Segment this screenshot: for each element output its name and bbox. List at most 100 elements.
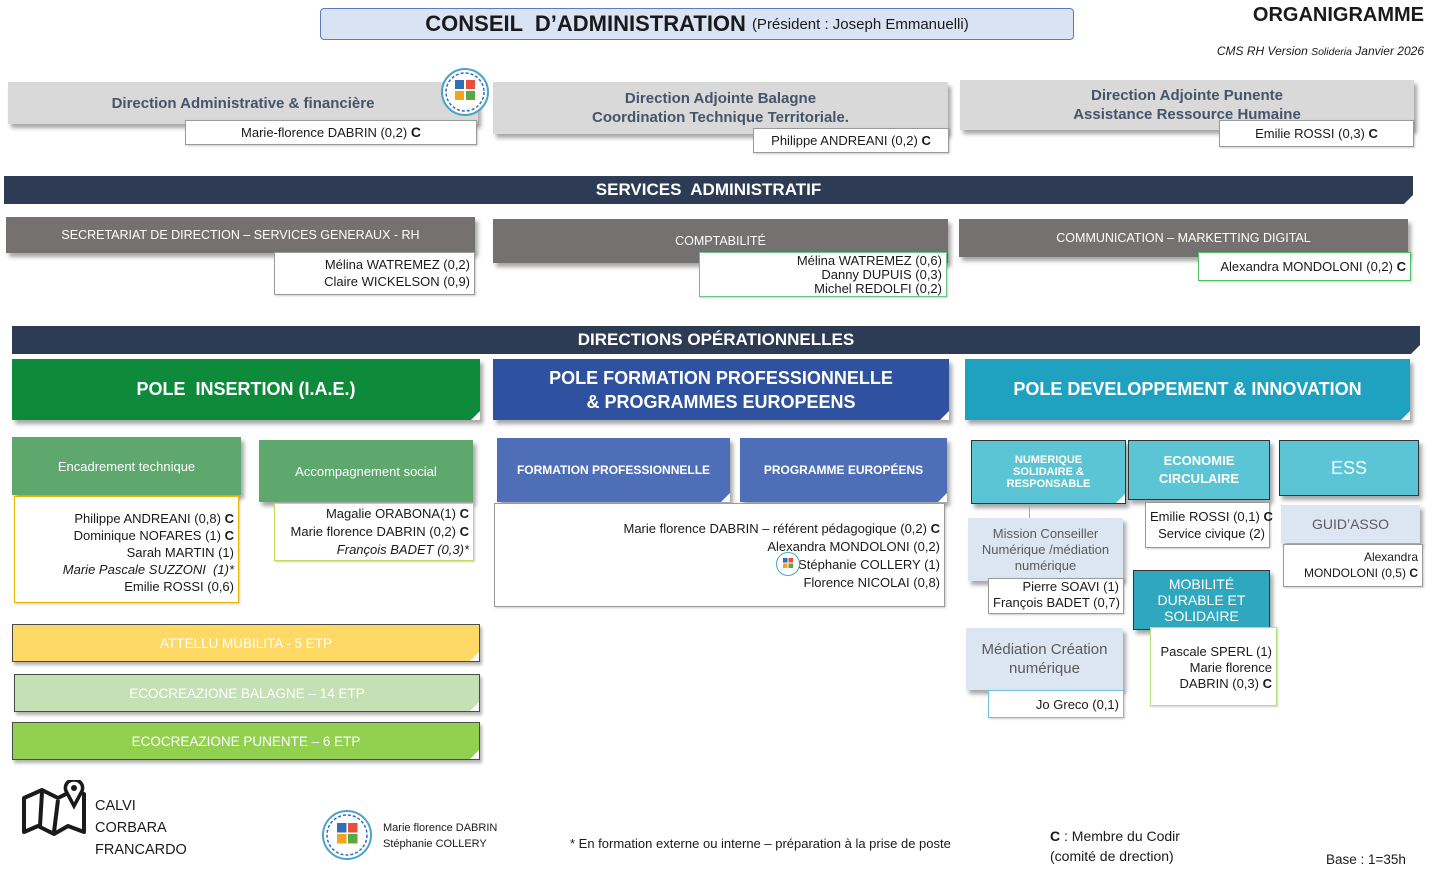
person-name: MONDOLONI (0,5) [1303, 566, 1406, 580]
guidasso-people: Alexandra MONDOLONI (0,5) C [1283, 544, 1423, 587]
connector-line [1029, 504, 1030, 518]
pole-insertion-header: POLE INSERTION (I.A.E.) [12, 359, 480, 420]
codir-legend: C : Membre du Codir (comité de drection) [1050, 826, 1180, 866]
numerique-title: NUMERIQUE SOLIDAIRE & RESPONSABLE [1006, 454, 1091, 490]
service-compta-people: Mélina WATREMEZ (0,6) Danny DUPUIS (0,3)… [699, 252, 947, 297]
direction-balagne-line1: Direction Adjointe Balagne [624, 90, 817, 107]
operations-band: DIRECTIONS OPÉRATIONNELLES [12, 326, 1420, 354]
person-name: Marie florence DABRIN (0,2) [290, 524, 456, 539]
formation-people: Marie florence DABRIN – référent pédagog… [494, 503, 945, 607]
economie-people: Emilie ROSSI (0,1) C Service civique (2) [1145, 502, 1273, 548]
codir-mark: C [1396, 259, 1406, 274]
codir-legend-row: C : Membre du Codir [1050, 826, 1180, 846]
referent-name: Marie florence DABRIN [383, 822, 498, 834]
site-list: CALVI CORBARA FRANCARDO [95, 795, 187, 861]
site-name: FRANCARDO [95, 842, 187, 858]
person-name: Pierre SOAVI (1) [1022, 579, 1119, 594]
person-name: Pascale SPERL (1) [1160, 644, 1272, 659]
person-name: Claire WICKELSON (0,9) [324, 274, 470, 289]
mobilite-header: MOBILITÉ DURABLE ET SOLIDAIRE [1133, 570, 1270, 630]
person-name: Jo Greco (0,1) [1035, 696, 1119, 712]
person-row: Philippe ANDREANI (0,8) C [19, 510, 234, 527]
etp-eco-punente: ECOCREAZIONE PUNENTE – 6 ETP [12, 722, 480, 760]
mission-numerique-people: Pierre SOAVI (1) François BADET (0,7) [988, 578, 1124, 614]
pole-formation-line1: POLE FORMATION PROFESSIONNELLE [549, 367, 893, 388]
board-title-box: CONSEIL D’ADMINISTRATION (Président : Jo… [320, 8, 1074, 40]
etp-attellu-label: ATTELLU MUBILITA - 5 ETP [159, 635, 333, 651]
codir-legend-text2: (comité de drection) [1050, 848, 1174, 864]
person-name: Dominique NOFARES (1) [73, 528, 221, 543]
formation-pro-title: FORMATION PROFESSIONNELLE [516, 463, 711, 477]
mediation-person: Jo Greco (0,1) [988, 690, 1124, 718]
person-name: Sarah MARTIN (1) [126, 545, 234, 560]
person-name: Emilie ROSSI (0,6) [124, 579, 234, 594]
person-name: Alexandra MONDOLONI (0,2) [1220, 259, 1393, 274]
mediation-title: Médiation Création numérique [981, 641, 1108, 677]
services-band: SERVICES ADMINISTRATIF [4, 176, 1413, 204]
person-name: Alexandra [1363, 550, 1418, 564]
person-name: Marie Pascale SUZZONI (1)* [62, 562, 234, 577]
training-note: * En formation externe ou interne – prép… [570, 836, 951, 851]
person-row: Marie florence DABRIN – référent pédagog… [499, 520, 940, 538]
referent-handicap-icon-small [776, 552, 800, 576]
service-comm-person: Alexandra MONDOLONI (0,2) C [1198, 252, 1411, 281]
mobilite-title: MOBILITÉ DURABLE ET SOLIDAIRE [1157, 576, 1246, 624]
person-name: Danny DUPUIS (0,3) [821, 267, 942, 282]
person-name: Emilie ROSSI (0,1) [1150, 509, 1260, 524]
map-location-icon [22, 778, 88, 836]
pole-formation-line2: & PROGRAMMES EUROPEENS [586, 391, 856, 412]
services-band-label: SERVICES ADMINISTRATIF [595, 180, 822, 199]
mediation-header: Médiation Création numérique [966, 628, 1123, 690]
person-name: Mélina WATREMEZ (0,6) [796, 253, 942, 268]
referent-handicap-icon [441, 68, 489, 116]
direction-balagne-person: Philippe ANDREANI (0,2) C [753, 128, 949, 153]
person-row: Dominique NOFARES (1) C [19, 527, 234, 544]
service-secretariat-header: SECRETARIAT DE DIRECTION – SERVICES GENE… [6, 217, 475, 253]
numerique-header: NUMERIQUE SOLIDAIRE & RESPONSABLE [971, 440, 1126, 504]
programme-europeen-header: PROGRAMME EUROPÉENS [740, 438, 947, 502]
person-name: Marie florence DABRIN – référent pédagog… [623, 521, 927, 536]
person-name: Magalie ORABONA(1) [325, 506, 456, 521]
codir-mark: C [1409, 566, 1418, 580]
org-chart-title: ORGANIGRAMME [1252, 4, 1424, 26]
etp-eco-balagne-label: ECOCREAZIONE BALAGNE – 14 ETP [129, 685, 365, 701]
codir-mark: C [459, 524, 469, 539]
person-name: Service civique (2) [1158, 526, 1265, 541]
person-row: Magalie ORABONA(1) C [279, 505, 469, 523]
version-part-a: CMS RH Version [1216, 44, 1312, 58]
referent-list: Marie florence DABRIN Stéphanie COLLERY [383, 820, 497, 852]
pole-developpement-title: POLE DEVELOPPEMENT & INNOVATION [1013, 379, 1362, 399]
direction-admin-header: Direction Administrative & financière [8, 82, 478, 124]
person-name: Michel REDOLFI (0,2) [814, 281, 942, 296]
operations-band-label: DIRECTIONS OPÉRATIONNELLES [577, 330, 855, 349]
base-note: Base : 1=35h [1326, 852, 1406, 867]
mission-numerique-title: Mission Conseiller Numérique /médiation … [981, 525, 1110, 573]
pole-formation-header: POLE FORMATION PROFESSIONNELLE & PROGRAM… [493, 359, 949, 420]
guidasso-title: GUID’ASSO [1311, 516, 1389, 532]
codir-mark: C [1368, 126, 1378, 141]
site-name: CALVI [95, 798, 136, 814]
service-secretariat-title: SECRETARIAT DE DIRECTION – SERVICES GENE… [61, 228, 420, 242]
direction-punente-line1: Direction Adjointe Punente [1091, 87, 1283, 104]
codir-mark: C [1050, 828, 1061, 844]
direction-punente-person: Emilie ROSSI (0,3) C [1219, 120, 1414, 147]
person-name: Marie-florence DABRIN (0,2) [241, 125, 408, 140]
ess-header: ESS [1279, 440, 1419, 496]
guidasso-header: GUID’ASSO [1281, 505, 1420, 543]
service-comm-header: COMMUNICATION – MARKETTING DIGITAL [959, 219, 1408, 257]
referent-handicap-legend-icon [322, 810, 372, 860]
person-name: Florence NICOLAI (0,8) [803, 575, 940, 590]
person-name: Philippe ANDREANI (0,2) [771, 133, 918, 148]
economie-header: ECONOMIE CIRCULAIRE [1128, 440, 1270, 500]
pole-insertion-title: POLE INSERTION (I.A.E.) [136, 379, 356, 399]
version-label: CMS RH Version Solideria Janvier 2026 [1210, 30, 1424, 58]
direction-balagne-line2: Coordination Technique Territoriale. [592, 109, 849, 126]
direction-punente-header: Direction Adjointe Punente Assistance Re… [960, 80, 1414, 130]
codir-mark: C [930, 521, 940, 536]
economie-title: ECONOMIE CIRCULAIRE [1158, 453, 1240, 486]
person-row: DABRIN (0,3) C [1155, 676, 1272, 692]
encadrement-header: Encadrement technique [12, 437, 241, 495]
accompagnement-header: Accompagnement social [259, 440, 473, 502]
codir-mark: C [921, 133, 931, 148]
person-row: Emilie ROSSI (0,1) C [1150, 508, 1273, 525]
